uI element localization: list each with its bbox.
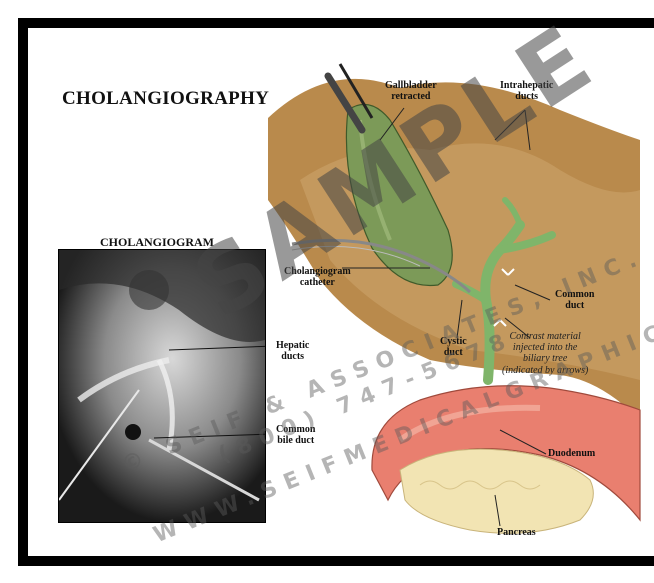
- label-common-duct: Common duct: [555, 289, 594, 311]
- label-duodenum: Duodenum: [548, 448, 595, 459]
- label-contrast: Contrast material injected into the bili…: [502, 331, 588, 376]
- label-pancreas: Pancreas: [497, 527, 536, 538]
- label-cystic-duct: Cystic duct: [440, 336, 467, 358]
- label-hepatic-ducts: Hepatic ducts: [276, 340, 309, 362]
- label-gallbladder: Gallbladder retracted: [385, 80, 437, 102]
- label-catheter: Cholangiogram catheter: [284, 266, 351, 288]
- cholangiogram-image: [58, 249, 266, 523]
- label-common-bile-duct: Common bile duct: [276, 424, 315, 446]
- page-title: CHOLANGIOGRAPHY: [62, 88, 269, 110]
- xray-title: CHOLANGIOGRAM: [100, 235, 214, 250]
- label-intrahepatic: Intrahepatic ducts: [500, 80, 553, 102]
